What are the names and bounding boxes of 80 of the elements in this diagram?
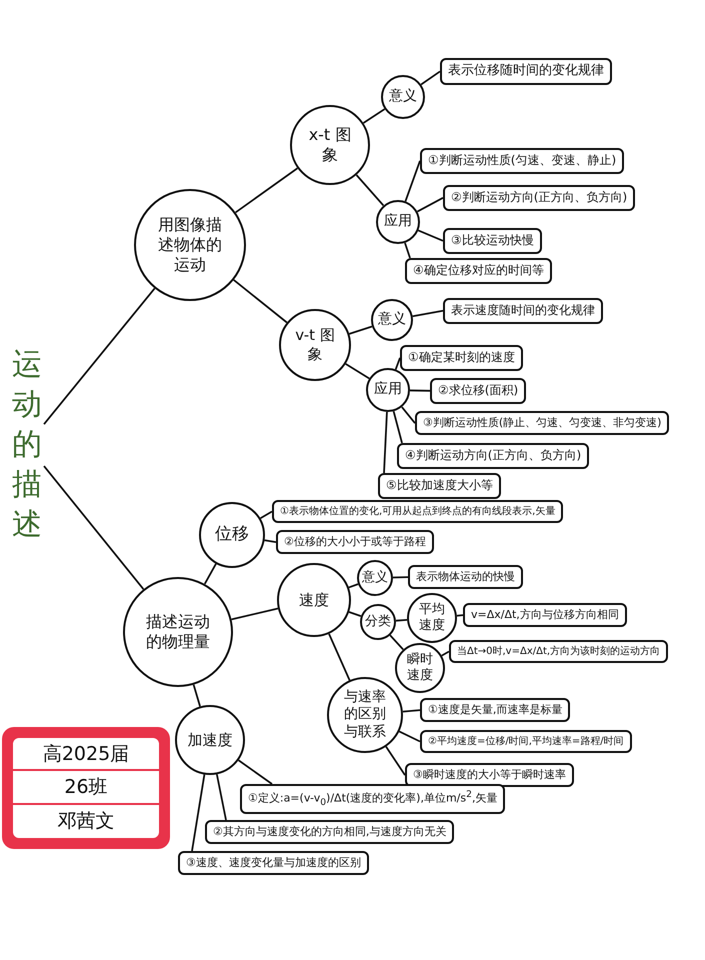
info-row: 26班 [13,771,159,805]
topic-circle: 速度 [277,563,351,637]
topic-circle: 用图像描述物体的运动 [134,189,246,301]
topic-circle: 意义 [371,299,413,341]
branch-line [216,774,227,820]
topic-circle: 意义 [381,75,425,119]
topic-circle: 与速率的区别与联系 [327,677,403,753]
branch-line [383,412,388,474]
branch-line [392,411,403,444]
branch-line [356,174,384,206]
topic-circle: x-t 图象 [290,105,370,185]
note-box: ②位移的大小小于或等于路程 [276,530,434,554]
branch-line [401,406,416,424]
topic-circle: v-t 图象 [279,309,351,381]
note-box: ③判断运动性质(静止、匀速、匀变速、非匀变速) [415,411,670,436]
branch-line [396,618,408,622]
branch-line [233,279,288,324]
note-box: ③比较运动快慢 [443,228,542,254]
note-box: 表示物体运动的快慢 [408,565,523,590]
note-box: 表示速度随时间的变化规律 [443,298,603,324]
topic-circle: 描述运动的物理量 [123,577,233,687]
topic-circle: 意义 [357,560,393,596]
topic-circle: 应用 [376,200,420,244]
note-box: 当Δt→0时,v=Δx/Δt,方向为该时刻的运动方向 [449,640,668,663]
branch-line [43,288,156,425]
topic-circle: 位移 [199,502,265,568]
branch-line [328,633,350,681]
branch-line [348,583,358,588]
branch-line [404,242,411,258]
branch-line [264,539,276,544]
branch-line [412,310,444,318]
note-box: ②判断运动方向(正方向、负方向) [443,185,636,211]
branch-line [385,746,406,776]
branch-line [392,576,408,578]
info-row-text: 邓茜文 [56,809,116,834]
note-box: ④确定位移对应的时间等 [405,258,552,284]
branch-line [348,326,372,335]
branch-line [402,709,420,713]
branch-line [345,363,370,380]
branch-line [235,168,298,214]
note-box: ③速度、速度变化量与加速度的区别 [178,851,369,876]
branch-line [394,357,401,370]
info-row: 高2025届 [13,738,159,772]
topic-circle: 应用 [366,368,410,412]
branch-line [398,730,420,742]
branch-line [420,70,441,86]
branch-line [192,684,201,707]
branch-line [362,108,386,124]
topic-circle: 平均速度 [407,593,457,643]
branch-line [238,760,273,785]
note-box: ③瞬时速度的大小等于瞬时速率 [405,763,574,788]
topic-circle: 加速度 [175,705,245,775]
branch-line [204,563,217,584]
topic-circle: 分类 [360,604,396,640]
branch-line [43,465,144,590]
note-box: ⑤比较加速度大小等 [378,473,501,499]
branch-line [416,197,444,212]
branch-line [410,390,430,392]
branch-line [260,510,272,520]
branch-line [348,611,362,617]
topic-circle: 瞬时速度 [395,643,445,693]
branch-line [231,608,278,620]
branch-line [404,160,421,202]
note-box: v=Δx/Δt,方向与位移方向相同 [463,603,627,628]
title-text: 运动的描述 [10,345,44,545]
branch-line [191,774,206,852]
note-box: ②平均速度=位移/时间,平均速率=路程/时间 [420,730,632,753]
branch-line [418,230,444,242]
note-box: ①表示物体位置的变化,可用从起点到终点的有向线段表示,矢量 [272,500,564,523]
note-box: ①判断运动性质(匀速、变速、静止) [420,148,624,174]
note-box: 表示位移随时间的变化规律 [440,58,612,85]
note-box: ②其方向与速度变化的方向相同,与速度方向无关 [205,820,454,844]
branch-line [389,634,404,650]
note-box: ①确定某时刻的速度 [400,345,523,371]
note-box: ④判断运动方向(正方向、负方向) [397,443,590,469]
note-box: ①定义:a=(v-v$_{0}$)/Δt(速度的变化率),单位m/s$^{2}$,矢量 [240,784,506,814]
note-box: ②求位移(面积) [430,378,526,404]
branch-line [456,614,464,617]
branch-line [441,650,450,656]
note-box: ①速度是矢量,而速率是标量 [420,698,570,722]
